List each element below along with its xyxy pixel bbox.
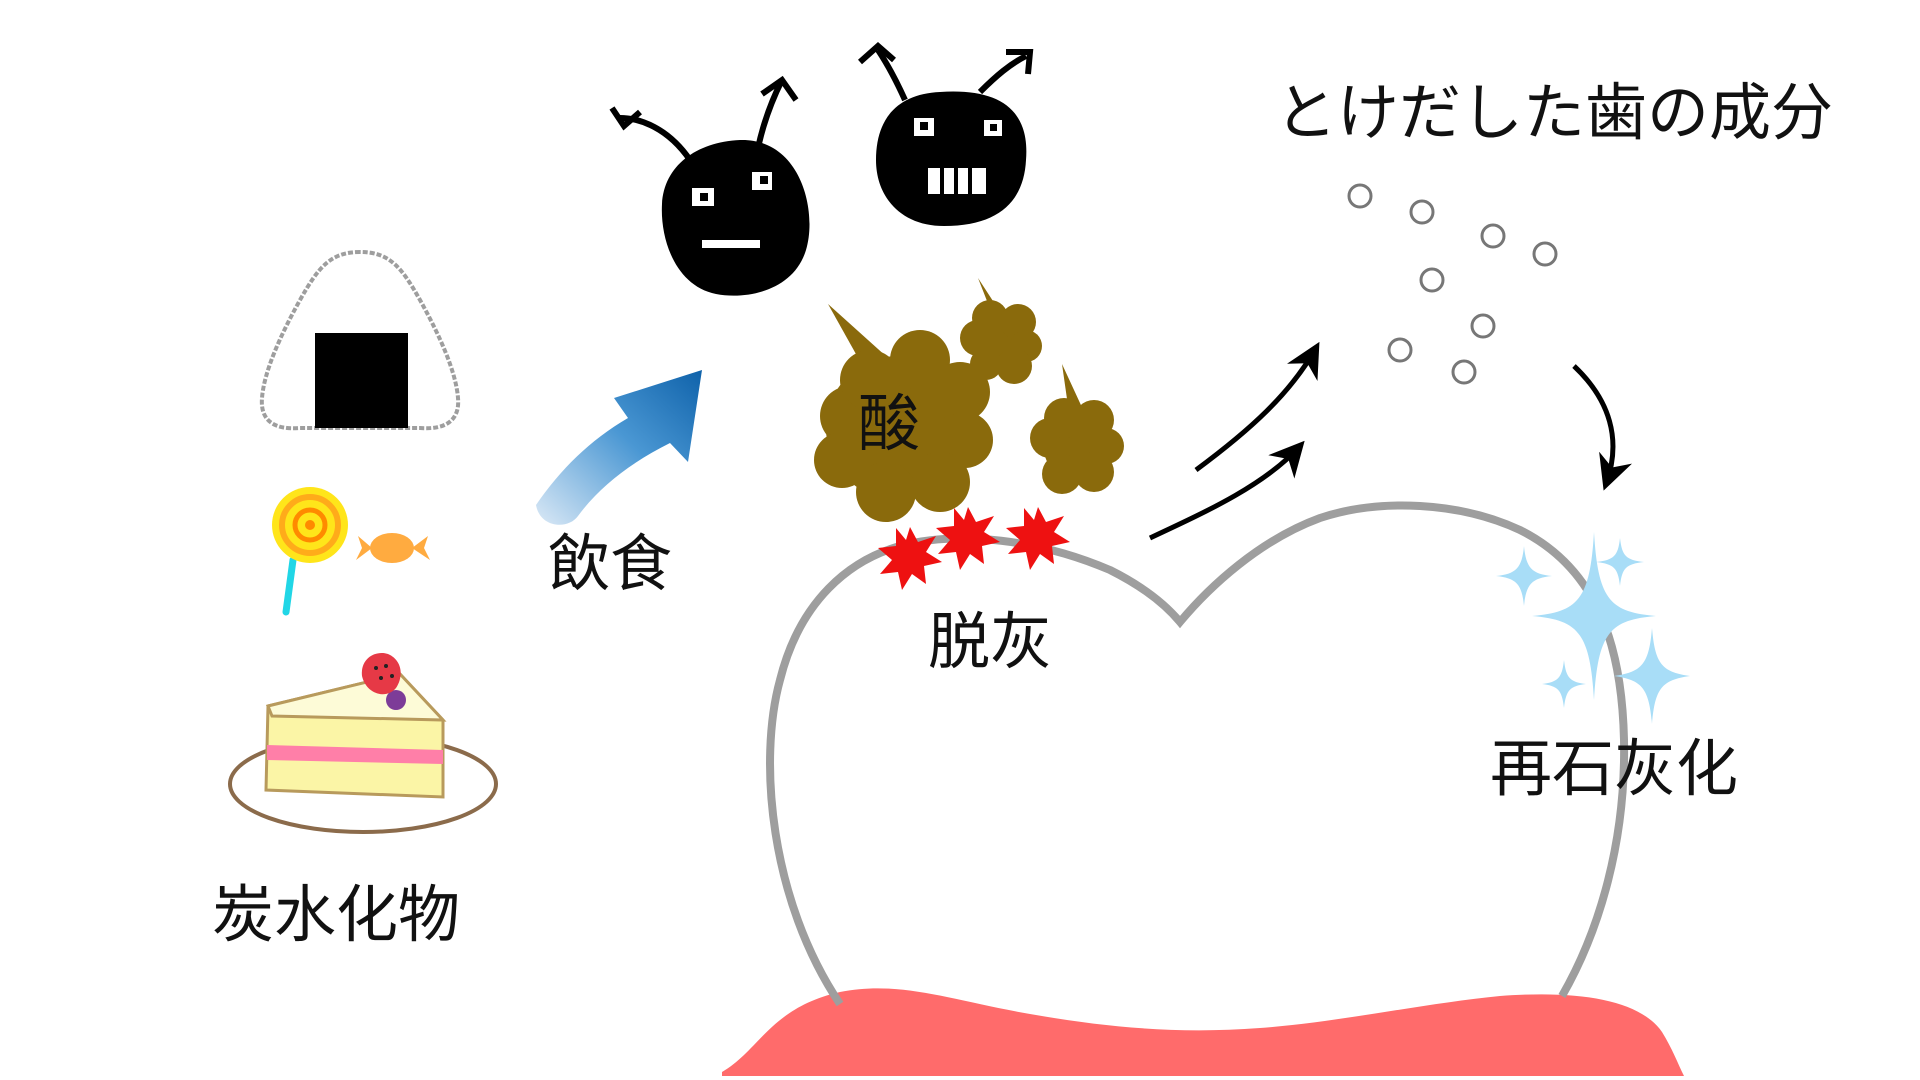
tooth-icon [766, 501, 1629, 1007]
acid-label: 酸 [858, 387, 921, 460]
eating-label: 飲食 [548, 527, 673, 600]
eating-arrow [536, 370, 702, 525]
remineralization-label: 再石灰化 [1490, 732, 1739, 805]
onigiri-icon [259, 249, 461, 431]
dissolved-particle-icon [1347, 183, 1558, 385]
demineralization-label: 脱灰 [928, 605, 1053, 678]
dissolving-arrow [1194, 341, 1320, 473]
gum-icon [722, 988, 1684, 1076]
dissolved-components-label: とけだした歯の成分 [1275, 76, 1834, 149]
lollipop-icon [272, 487, 348, 616]
sparkle-icon [1496, 532, 1690, 724]
bacteria-icon [858, 42, 1034, 226]
acid-cloud-icon [960, 278, 1042, 384]
remineralization-arrow [1572, 364, 1633, 491]
dissolving-arrow [1148, 440, 1305, 541]
carbohydrate-label: 炭水化物 [212, 878, 461, 951]
cake-icon [228, 652, 498, 834]
bacteria-icon [609, 75, 810, 296]
wrapped-candy-icon [356, 533, 430, 563]
demineralization-star-icon [878, 507, 1070, 590]
acid-cloud-icon [814, 304, 993, 522]
acid-cloud-icon [1030, 364, 1124, 494]
